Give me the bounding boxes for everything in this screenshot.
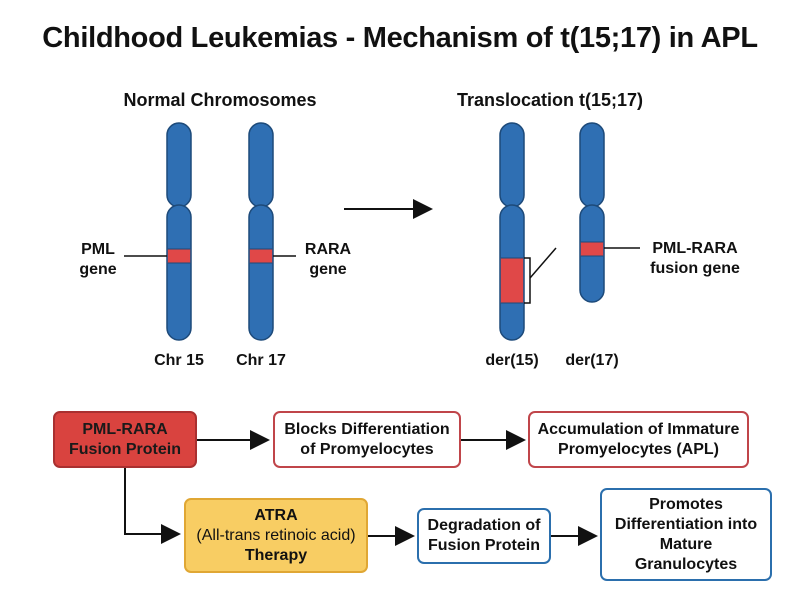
der17-fusion-band [580, 242, 604, 256]
fusion-bracket [524, 257, 531, 304]
chr17-label: Chr 17 [236, 352, 286, 369]
promotes-differentiation-box: Promotes Differentiation into Mature Gra… [600, 488, 772, 581]
normal-chromosomes-heading: Normal Chromosomes [123, 90, 317, 110]
der15-label: der(15) [485, 352, 539, 369]
der15-fusion-band [500, 258, 524, 303]
translocation-heading: Translocation t(15;17) [456, 90, 644, 110]
rara-gene-band [249, 249, 273, 263]
arrow-protein-to-atra [124, 468, 181, 544]
rara-gene-label: RARA gene [304, 241, 352, 278]
fusion-gene-label: PML-RARA fusion gene [650, 240, 740, 277]
pml-gene-band [167, 249, 191, 263]
chr17-chromosome [248, 122, 274, 341]
chr15-label: Chr 15 [154, 352, 204, 369]
der17-chromosome [579, 122, 605, 303]
accumulation-box: Accumulation of Immature Promyelocytes (… [528, 411, 749, 468]
chr15-chromosome [166, 122, 192, 341]
blocks-differentiation-box: Blocks Differentiation of Promyelocytes [273, 411, 461, 468]
der15-chromosome [499, 122, 525, 341]
degradation-box: Degradation of Fusion Protein [417, 508, 551, 564]
pml-gene-label: PML gene [79, 241, 117, 278]
page-title: Childhood Leukemias - Mechanism of t(15;… [42, 22, 758, 54]
pml-rara-protein-box: PML-RARA Fusion Protein [53, 411, 197, 468]
bracket-connector [529, 247, 557, 279]
atra-therapy-box: ATRA (All-trans retinoic acid) Therapy [184, 498, 368, 573]
der17-label: der(17) [565, 352, 619, 369]
